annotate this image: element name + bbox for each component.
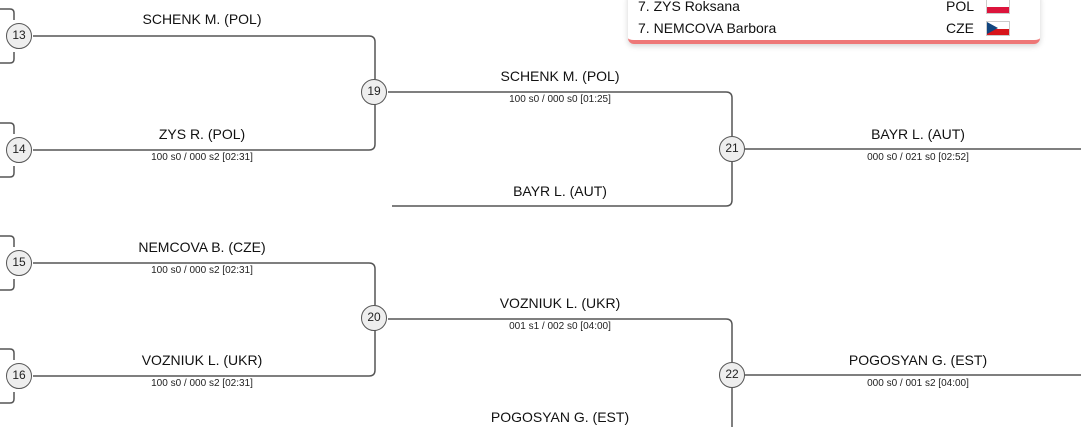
- score-16: 100 s0 / 000 s2 [02:31]: [151, 378, 253, 389]
- ranking-row: 7. NEMCOVA Barbora CZE: [638, 18, 1018, 38]
- winner-name-14: ZYS R. (POL): [158, 126, 246, 142]
- match-node-19[interactable]: 19: [361, 79, 387, 105]
- winner-name-19: SCHENK M. (POL): [500, 68, 620, 84]
- ranking-place: 7.: [638, 0, 650, 14]
- winner-name-22: POGOSYAN G. (EST): [848, 352, 988, 368]
- ranking-nation: POL: [945, 0, 974, 14]
- score-22: 000 s0 / 001 s2 [04:00]: [867, 378, 969, 389]
- winner-name-16: VOZNIUK L. (UKR): [141, 352, 263, 368]
- ranking-place: 7.: [638, 20, 650, 36]
- bracket-connector-13: [0, 8, 15, 64]
- winner-name-20: VOZNIUK L. (UKR): [499, 295, 621, 311]
- ranking-row: 7. ZYS Roksana POL: [638, 0, 1018, 16]
- match-node-16[interactable]: 16: [6, 363, 32, 389]
- match-node-13[interactable]: 13: [6, 23, 32, 49]
- match-node-20[interactable]: 20: [361, 305, 387, 331]
- bracket-connector-15: [0, 235, 15, 291]
- czech-flag-icon: [986, 21, 1010, 36]
- score-20: 001 s1 / 002 s0 [04:00]: [509, 321, 611, 332]
- bracket-line-21-bottom: [392, 162, 733, 207]
- match-node-15[interactable]: 15: [6, 250, 32, 276]
- bracket-line-14: [33, 104, 376, 151]
- score-19: 100 s0 / 000 s0 [01:25]: [509, 94, 611, 105]
- bracket-line-20: [388, 318, 733, 362]
- winner-name-15: NEMCOVA B. (CZE): [138, 239, 266, 255]
- poland-flag-icon: [986, 0, 1010, 14]
- winner-name-21: BAYR L. (AUT): [871, 126, 965, 142]
- bracket-line-15: [33, 262, 376, 305]
- match-node-21[interactable]: 21: [719, 136, 745, 162]
- score-14: 100 s0 / 000 s2 [02:31]: [151, 152, 253, 163]
- bracket-line-19: [388, 91, 733, 136]
- match-node-22[interactable]: 22: [719, 362, 745, 388]
- winner-name-13: SCHENK M. (POL): [142, 11, 262, 27]
- score-21: 000 s0 / 021 s0 [02:52]: [867, 152, 969, 163]
- bracket-connector-14: [0, 122, 15, 178]
- entry-name-21-bottom: BAYR L. (AUT): [513, 183, 607, 199]
- entry-name-22-bottom: POGOSYAN G. (EST): [490, 409, 630, 425]
- ranking-nation: CZE: [946, 20, 974, 36]
- bracket-line-16: [33, 330, 376, 377]
- score-15: 100 s0 / 000 s2 [02:31]: [151, 265, 253, 276]
- match-node-14[interactable]: 14: [6, 137, 32, 163]
- ranking-athlete-name: ZYS Roksana: [653, 0, 740, 14]
- ranking-athlete-name: NEMCOVA Barbora: [653, 20, 777, 36]
- bracket-line-13: [33, 35, 376, 79]
- bracket-connector-16: [0, 348, 15, 404]
- final-ranking-panel: 7. ZYS Roksana POL 7. NEMCOVA Barbora CZ…: [628, 0, 1040, 44]
